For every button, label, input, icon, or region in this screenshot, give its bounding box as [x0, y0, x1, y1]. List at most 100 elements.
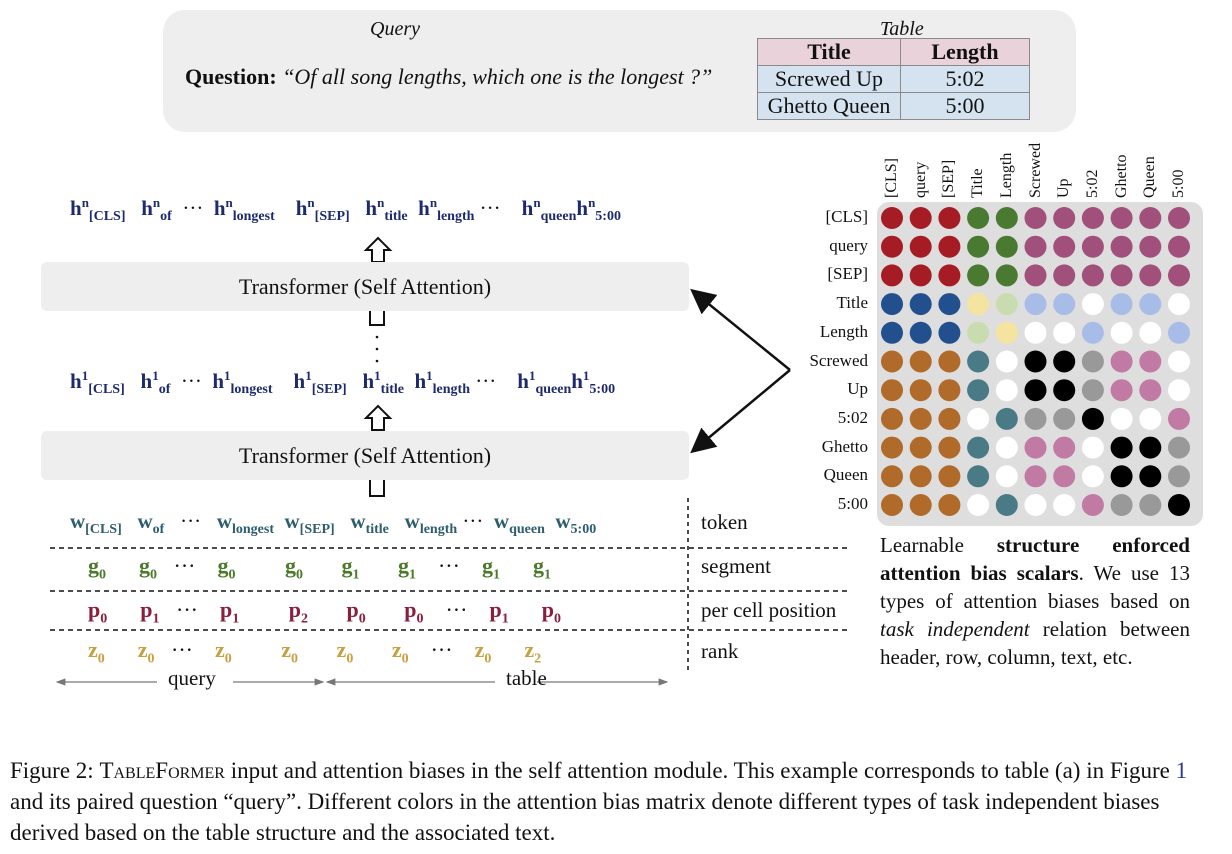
- bias-dot: [1168, 264, 1190, 287]
- bias-dot: [1139, 235, 1162, 258]
- span-label-query: query: [168, 666, 216, 690]
- span-arrows: [55, 678, 669, 686]
- bias-dot: [881, 379, 903, 402]
- w-token: wtitle: [350, 509, 389, 538]
- position-embeddings-row: p0 p1 ··· p1 p2 p0 p0 ··· p1 p0: [88, 597, 561, 627]
- bias-dot: [1053, 264, 1076, 287]
- bias-dot: [1168, 436, 1190, 459]
- bias-dot: [1168, 235, 1190, 258]
- bias-dot: [1081, 465, 1104, 488]
- bias-dot: [967, 494, 990, 516]
- bias-dot: [909, 350, 932, 373]
- matrix-col-label: Length: [997, 152, 1015, 198]
- bias-dot: [938, 293, 961, 316]
- layer-connector-icon: [369, 480, 385, 497]
- ellipsis: ···: [475, 369, 497, 393]
- matrix-col-label: Ghetto: [1112, 154, 1130, 198]
- row-label-token: token: [701, 510, 748, 534]
- bias-dot: [995, 264, 1018, 287]
- embedding-grid-lines: [50, 498, 850, 670]
- matrix-row-label: [SEP]: [827, 264, 868, 284]
- bias-dot: [1139, 379, 1162, 402]
- bias-dot: [995, 379, 1018, 402]
- bias-dot: [1110, 436, 1133, 459]
- bias-dot: [881, 207, 903, 229]
- bias-dot: [1168, 379, 1190, 402]
- bias-dot: [1024, 436, 1047, 459]
- layer-connector-icon: [369, 311, 385, 363]
- h-token: h1title: [362, 368, 404, 398]
- row-label-segment: segment: [701, 554, 771, 578]
- bias-dot: [1024, 293, 1047, 316]
- bias-dot: [1081, 436, 1104, 459]
- bias-dot: [938, 321, 961, 344]
- w-token: wqueen: [493, 509, 545, 538]
- bias-dot: [909, 379, 932, 402]
- question-text: Question: “Of all song lengths, which on…: [185, 64, 712, 90]
- bias-dot: [995, 235, 1018, 258]
- h-token: h1[SEP]: [293, 368, 347, 398]
- bias-dot: [1168, 465, 1190, 488]
- example-table: Title Length Screwed Up 5:02 Ghetto Quee…: [757, 38, 1030, 120]
- bias-dot: [1053, 293, 1076, 316]
- up-arrow-icon: [363, 236, 393, 263]
- bias-dot: [967, 407, 990, 430]
- ellipsis: ···: [182, 196, 204, 220]
- span-label-table: table: [506, 666, 547, 690]
- question-body: “Of all song lengths, which one is the l…: [282, 64, 713, 89]
- table-cell: 5:02: [900, 65, 1030, 93]
- matrix-row-label: [CLS]: [825, 207, 869, 226]
- bias-dot: [1024, 235, 1047, 258]
- bias-dot: [909, 264, 932, 287]
- bias-dot: [909, 465, 932, 488]
- bias-dot: [938, 235, 961, 258]
- bias-dot: [881, 350, 903, 373]
- matrix-row-label: Queen: [823, 465, 868, 485]
- matrix-col-label: Queen: [1141, 156, 1159, 198]
- bias-dot: [967, 436, 990, 459]
- matrix-col-label: [SEP]: [940, 159, 958, 198]
- h-token: h1longest: [212, 368, 273, 398]
- bias-dot: [1139, 207, 1162, 229]
- query-caption: Query: [370, 18, 420, 40]
- bias-dot: [1053, 465, 1076, 488]
- bias-dot: [1081, 207, 1104, 229]
- matrix-note: Learnable structure enforced attention b…: [880, 533, 1191, 669]
- bias-dot: [1139, 293, 1162, 316]
- bias-dot: [1081, 264, 1104, 287]
- bias-dot: [909, 436, 932, 459]
- bias-dot: [1110, 293, 1133, 316]
- h-token: hnqueen: [521, 195, 577, 225]
- bias-dot: [938, 379, 961, 402]
- bias-dot: [1168, 293, 1190, 316]
- bias-dot: [1168, 350, 1190, 373]
- bias-dot: [1168, 407, 1190, 430]
- table-cell: Screwed Up: [757, 65, 901, 93]
- h-token: hnlength: [418, 195, 475, 225]
- matrix-row-label: Length: [819, 321, 868, 341]
- bias-dot: [881, 264, 903, 287]
- h-token: h1queen: [517, 368, 572, 398]
- bias-dot: [1139, 436, 1162, 459]
- bias-dot: [1168, 207, 1190, 229]
- figure-caption: Figure 2: TableFormer input and attentio…: [10, 758, 1188, 845]
- question-label: Question:: [185, 64, 277, 89]
- table-header-length: Length: [900, 38, 1030, 66]
- bias-dot: [881, 321, 903, 344]
- bias-dot: [881, 235, 903, 258]
- h-token: h1[CLS]: [70, 368, 125, 398]
- w-token: w[SEP]: [284, 509, 335, 538]
- bias-dot: [1110, 379, 1133, 402]
- bias-dot: [1139, 321, 1162, 344]
- w-token: w5:00: [555, 509, 597, 538]
- bias-dot: [1168, 494, 1190, 516]
- h-token: hnof: [141, 195, 172, 225]
- bias-injection-arrows: [690, 288, 791, 454]
- up-arrow-icon: [363, 404, 393, 431]
- bias-dot: [967, 465, 990, 488]
- table-cell: 5:00: [900, 92, 1030, 120]
- bias-dot: [938, 407, 961, 430]
- bias-dot: [1110, 321, 1133, 344]
- bias-dot: [1053, 436, 1076, 459]
- bias-dot: [967, 293, 990, 316]
